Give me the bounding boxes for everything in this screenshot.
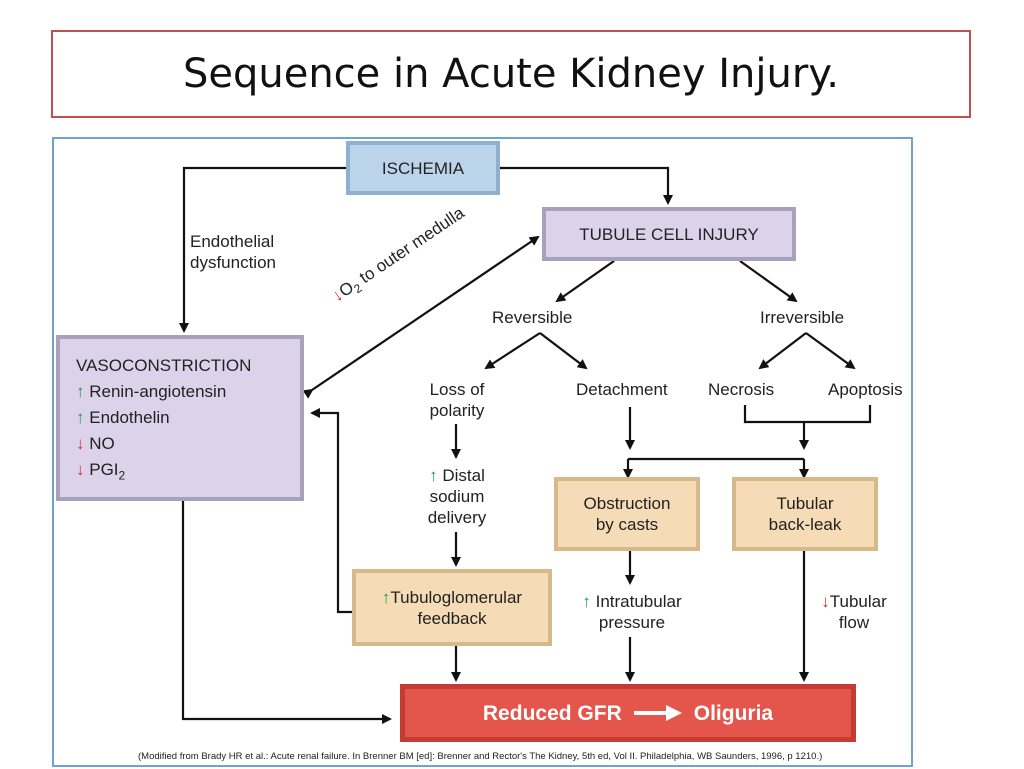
reduced-gfr-label: Reduced GFR [482,701,622,725]
vasoconstriction-box: VASOCONSTRICTION ↑ Renin-angiotensin ↑ E… [56,335,304,501]
arrow-to-detachment [539,332,588,370]
apoptosis-label: Apoptosis [828,380,903,399]
ischemia-box: ISCHEMIA [346,141,500,195]
arrow-to-loss-polarity [484,332,541,370]
arrow-vaso-to-gfr [181,501,392,724]
detachment-label: Detachment [576,380,668,399]
flow-diagram: ISCHEMIA TUBULE CELL INJURY Endothelial … [52,137,913,767]
title-box: Sequence in Acute Kidney Injury. [51,30,971,118]
distal-sodium-label: ↑ Distal sodium delivery [427,466,487,527]
down-arrow-icon: ↓ [76,434,85,453]
vasoconstriction-title: VASOCONSTRICTION [76,356,252,375]
arrow-to-irreversible [739,260,798,303]
back-leak-box: Tubular back-leak [732,477,878,551]
tubuloglomerular-feedback-box: ↑Tubuloglomerular feedback [352,569,552,646]
arrow-ischemia-to-tubule [500,166,673,205]
up-arrow-icon: ↑ [582,592,591,611]
loss-of-polarity-label: Loss of polarity [429,380,485,420]
bracket-necrosis-apoptosis [743,405,872,424]
arrow-to-necrosis [758,332,807,370]
vaso-item-no: ↓ NO [76,434,115,453]
right-arrow-icon [633,705,682,721]
ischemia-label: ISCHEMIA [381,158,465,178]
vasoconstriction-list: VASOCONSTRICTION ↑ Renin-angiotensin ↑ E… [76,353,251,488]
reversible-label: Reversible [492,308,573,327]
down-arrow-icon: ↓ [821,592,830,611]
citation-text: (Modified from Brady HR et al.: Acute re… [138,751,823,762]
arrow-ischemia-to-vaso [179,166,346,333]
tubule-cell-injury-label: TUBULE CELL INJURY [579,224,759,244]
obstruction-box: Obstruction by casts [554,477,700,551]
vaso-item-endothelin: ↑ Endothelin [76,408,170,427]
necrosis-label: Necrosis [708,380,775,399]
vaso-item-pgi2: ↓ PGI2 [76,460,126,483]
irreversible-label: Irreversible [760,308,845,327]
reduced-gfr-box: Reduced GFR Oliguria [400,684,856,742]
endothelial-dysfunction-label: Endothelial dysfunction [190,232,276,272]
page-title: Sequence in Acute Kidney Injury. [182,51,840,97]
vaso-item-renin: ↑ Renin-angiotensin [76,382,227,401]
down-arrow-icon: ↓ [76,460,85,479]
up-arrow-icon: ↑ [76,408,85,427]
tubule-cell-injury-box: TUBULE CELL INJURY [542,207,796,261]
arrow-to-reversible [555,260,615,303]
arrow-o2-bidirectional [302,235,540,399]
intratubular-pressure-label: ↑ Intratubular pressure [582,592,682,632]
arrow-to-apoptosis [805,332,856,370]
up-arrow-icon: ↑ [381,587,391,607]
arrow-feedback-to-vaso [310,408,352,614]
up-arrow-icon: ↑ [76,382,85,401]
connector-arrows [179,166,872,724]
up-arrow-icon: ↑ [429,466,438,485]
oliguria-label: Oliguria [693,701,774,725]
tubular-flow-label: ↓Tubular flow [821,592,887,632]
